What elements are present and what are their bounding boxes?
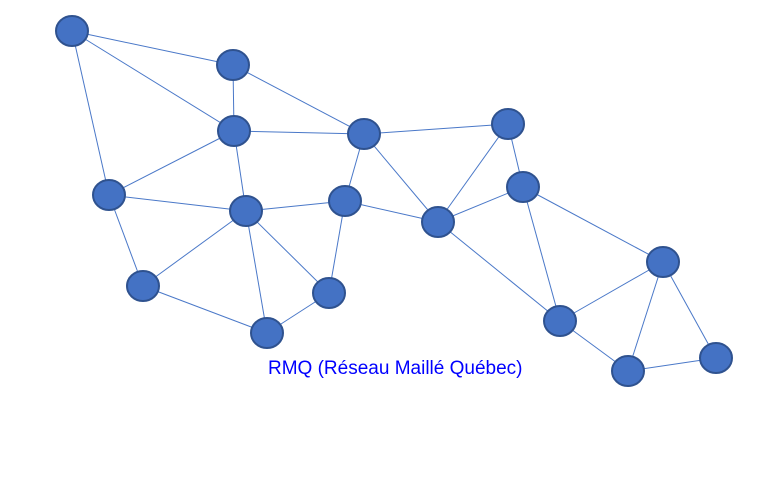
diagram-caption: RMQ (Réseau Maillé Québec) (268, 358, 523, 379)
node-n5 (491, 108, 525, 140)
edge-n6-n7 (108, 194, 247, 212)
node-n12 (506, 171, 540, 203)
node-n11 (421, 206, 455, 238)
nodes-layer (55, 15, 733, 387)
node-n14 (646, 246, 680, 278)
edge-n12-n15 (522, 186, 561, 322)
edge-n12-n14 (522, 186, 664, 263)
edges-layer (71, 30, 717, 372)
node-n1 (55, 15, 89, 47)
edge-n6-n9 (108, 194, 144, 287)
edge-n3-n4 (233, 130, 365, 135)
node-n13 (312, 277, 346, 309)
edge-n1-n6 (71, 30, 110, 196)
node-n7 (229, 195, 263, 227)
node-n3 (217, 115, 251, 147)
node-n10 (250, 317, 284, 349)
edge-n14-n17 (662, 261, 717, 359)
edge-n7-n10 (245, 210, 268, 334)
edge-n14-n15 (559, 261, 664, 322)
edge-n7-n9 (142, 210, 247, 287)
edge-n9-n10 (142, 285, 268, 334)
edge-n5-n11 (437, 123, 509, 223)
edge-n1-n2 (71, 30, 234, 66)
edge-n2-n4 (232, 64, 365, 135)
node-n8 (328, 185, 362, 217)
edge-n14-n16 (627, 261, 664, 372)
node-n15 (543, 305, 577, 337)
edge-n3-n6 (108, 130, 235, 196)
edge-n4-n5 (363, 123, 509, 135)
edge-n7-n13 (245, 210, 330, 294)
node-n4 (347, 118, 381, 150)
node-n9 (126, 270, 160, 302)
node-n17 (699, 342, 733, 374)
edge-n1-n3 (71, 30, 235, 132)
node-n6 (92, 179, 126, 211)
edge-n11-n15 (437, 221, 561, 322)
node-n16 (611, 355, 645, 387)
node-n2 (216, 49, 250, 81)
edge-n4-n11 (363, 133, 439, 223)
